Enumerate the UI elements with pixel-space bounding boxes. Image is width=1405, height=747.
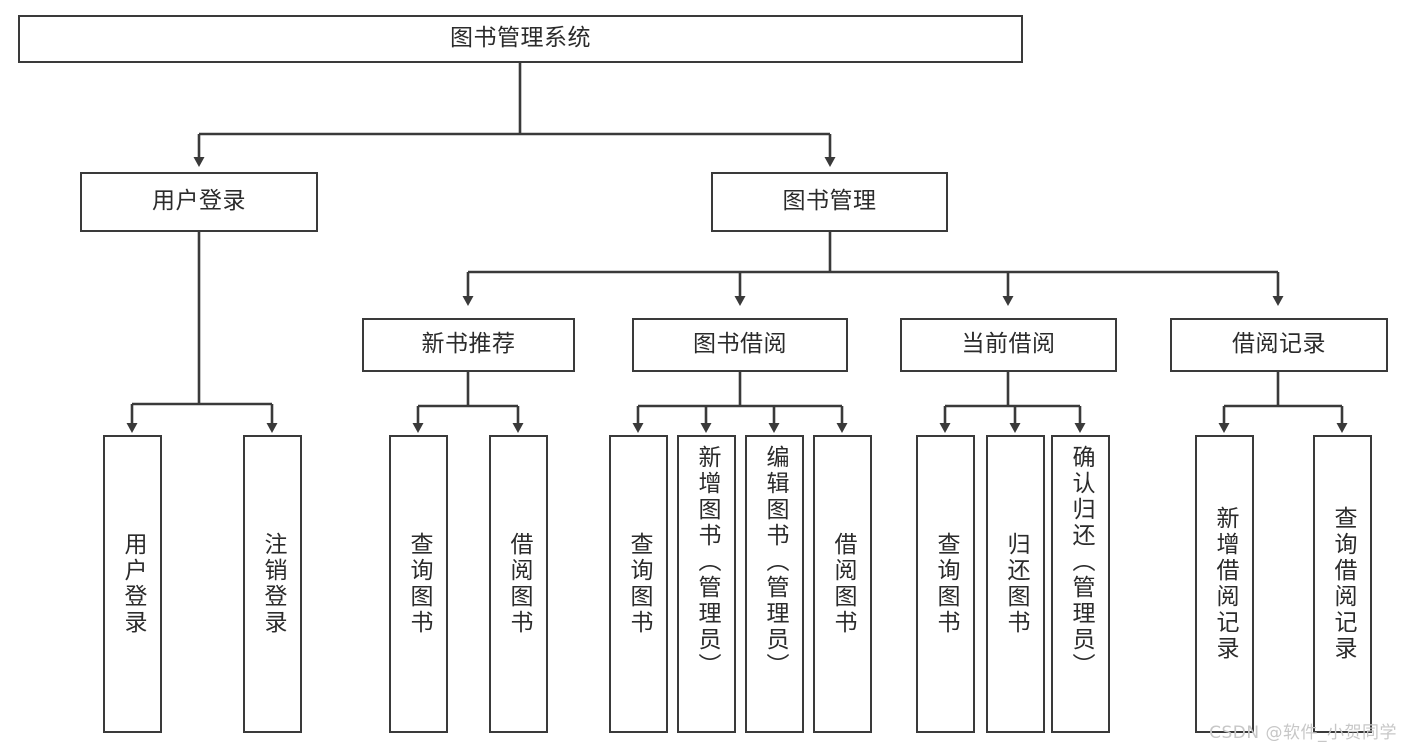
leaf-query-book-current[interactable]: 查询图书 <box>916 435 975 733</box>
node-label: 查询图书 <box>626 532 652 636</box>
node-label: 用户登录 <box>152 188 246 215</box>
leaf-query-book-recommend[interactable]: 查询图书 <box>389 435 448 733</box>
node-label: 借阅图书 <box>830 532 856 636</box>
node-new-book-recommend[interactable]: 新书推荐 <box>362 318 575 372</box>
node-label: 新书推荐 <box>421 331 516 358</box>
leaf-add-book-admin[interactable]: 新增图书（管理员） <box>677 435 736 733</box>
node-label: 查询图书 <box>406 532 432 636</box>
leaf-add-borrow-record[interactable]: 新增借阅记录 <box>1195 435 1254 733</box>
leaf-edit-book-admin[interactable]: 编辑图书（管理员） <box>745 435 804 733</box>
leaf-return-book[interactable]: 归还图书 <box>986 435 1045 733</box>
csdn-watermark: CSDN @软件_小贺同学 <box>1209 723 1397 743</box>
leaf-query-book-borrow[interactable]: 查询图书 <box>609 435 668 733</box>
node-label: 图书借阅 <box>693 331 787 358</box>
leaf-query-borrow-record[interactable]: 查询借阅记录 <box>1313 435 1372 733</box>
node-book-borrow[interactable]: 图书借阅 <box>632 318 848 372</box>
node-label: 新增借阅记录 <box>1212 506 1238 662</box>
node-label: 用户登录 <box>120 532 146 636</box>
node-label: 图书管理 <box>782 188 877 215</box>
node-label: 借阅记录 <box>1232 331 1326 358</box>
node-root-system[interactable]: 图书管理系统 <box>18 15 1023 63</box>
node-label: 查询图书 <box>933 532 959 636</box>
leaf-borrow-book-recommend[interactable]: 借阅图书 <box>489 435 548 733</box>
leaf-borrow-book[interactable]: 借阅图书 <box>813 435 872 733</box>
leaf-confirm-return-admin[interactable]: 确认归还（管理员） <box>1051 435 1110 733</box>
node-label: 归还图书 <box>1003 532 1029 636</box>
node-label: 新增图书（管理员） <box>694 445 720 679</box>
node-borrow-record[interactable]: 借阅记录 <box>1170 318 1388 372</box>
node-user-login[interactable]: 用户登录 <box>80 172 318 232</box>
leaf-user-login[interactable]: 用户登录 <box>103 435 162 733</box>
node-book-management[interactable]: 图书管理 <box>711 172 948 232</box>
node-label: 当前借阅 <box>961 331 1056 358</box>
node-label: 图书管理系统 <box>450 25 591 52</box>
node-label: 借阅图书 <box>506 532 532 636</box>
node-current-borrow[interactable]: 当前借阅 <box>900 318 1117 372</box>
node-label: 查询借阅记录 <box>1330 506 1356 662</box>
node-label: 确认归还（管理员） <box>1068 445 1094 679</box>
leaf-logout[interactable]: 注销登录 <box>243 435 302 733</box>
node-label: 注销登录 <box>260 532 286 636</box>
node-label: 编辑图书（管理员） <box>762 445 788 679</box>
